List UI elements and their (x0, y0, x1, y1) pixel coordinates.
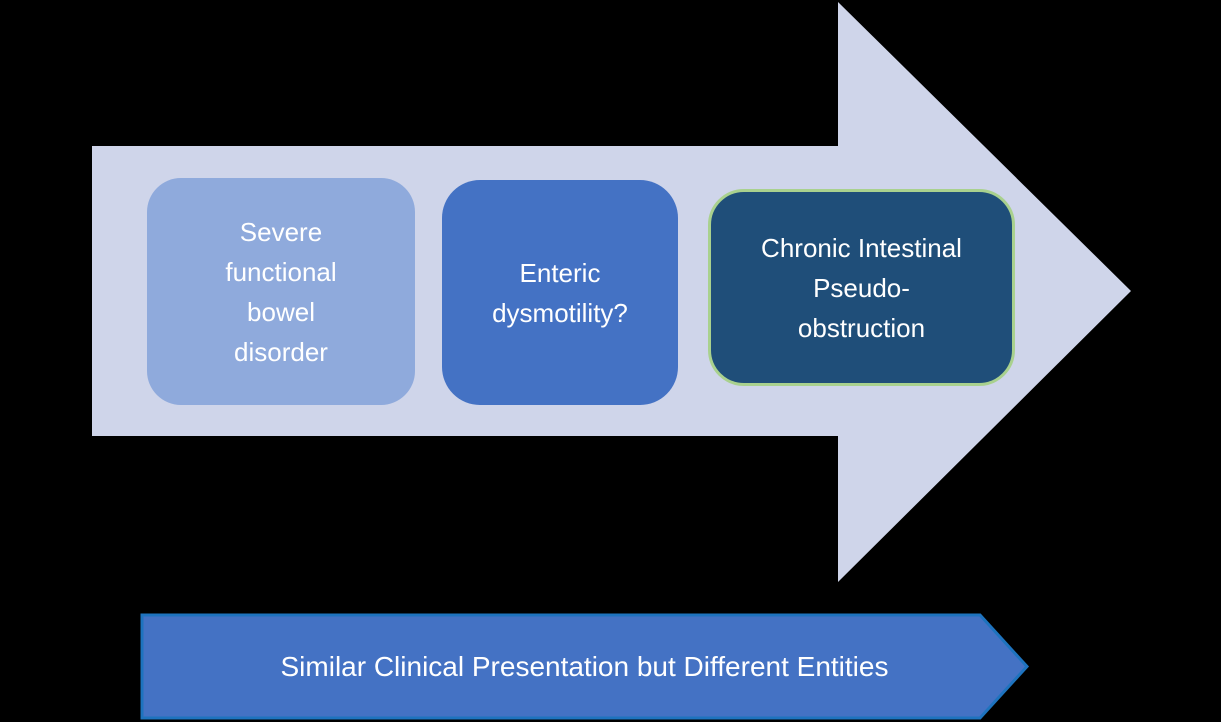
box-severe-functional-bowel-disorder: Severe functional bowel disorder (147, 178, 415, 405)
box-text-line: Enteric (519, 257, 601, 288)
box-text-line: disorder (234, 336, 328, 367)
box-text-line: Pseudo- (813, 272, 910, 303)
box-chronic-intestinal-pseudo-obstruction: Chronic Intestinal Pseudo- obstruction (708, 189, 1015, 386)
box-enteric-dysmotility: Enteric dysmotility? (442, 180, 678, 405)
banner-caption: Similar Clinical Presentation but Differ… (280, 650, 889, 682)
box-text-line: functional (225, 256, 337, 287)
banner-pentagon-arrow (140, 613, 1030, 720)
box-text-line: obstruction (797, 312, 926, 343)
box-text-line: Severe (239, 216, 323, 247)
box-text-line: dysmotility? (492, 297, 628, 328)
box-text-line: bowel (247, 296, 315, 327)
box-text-line: Chronic Intestinal (761, 232, 962, 263)
